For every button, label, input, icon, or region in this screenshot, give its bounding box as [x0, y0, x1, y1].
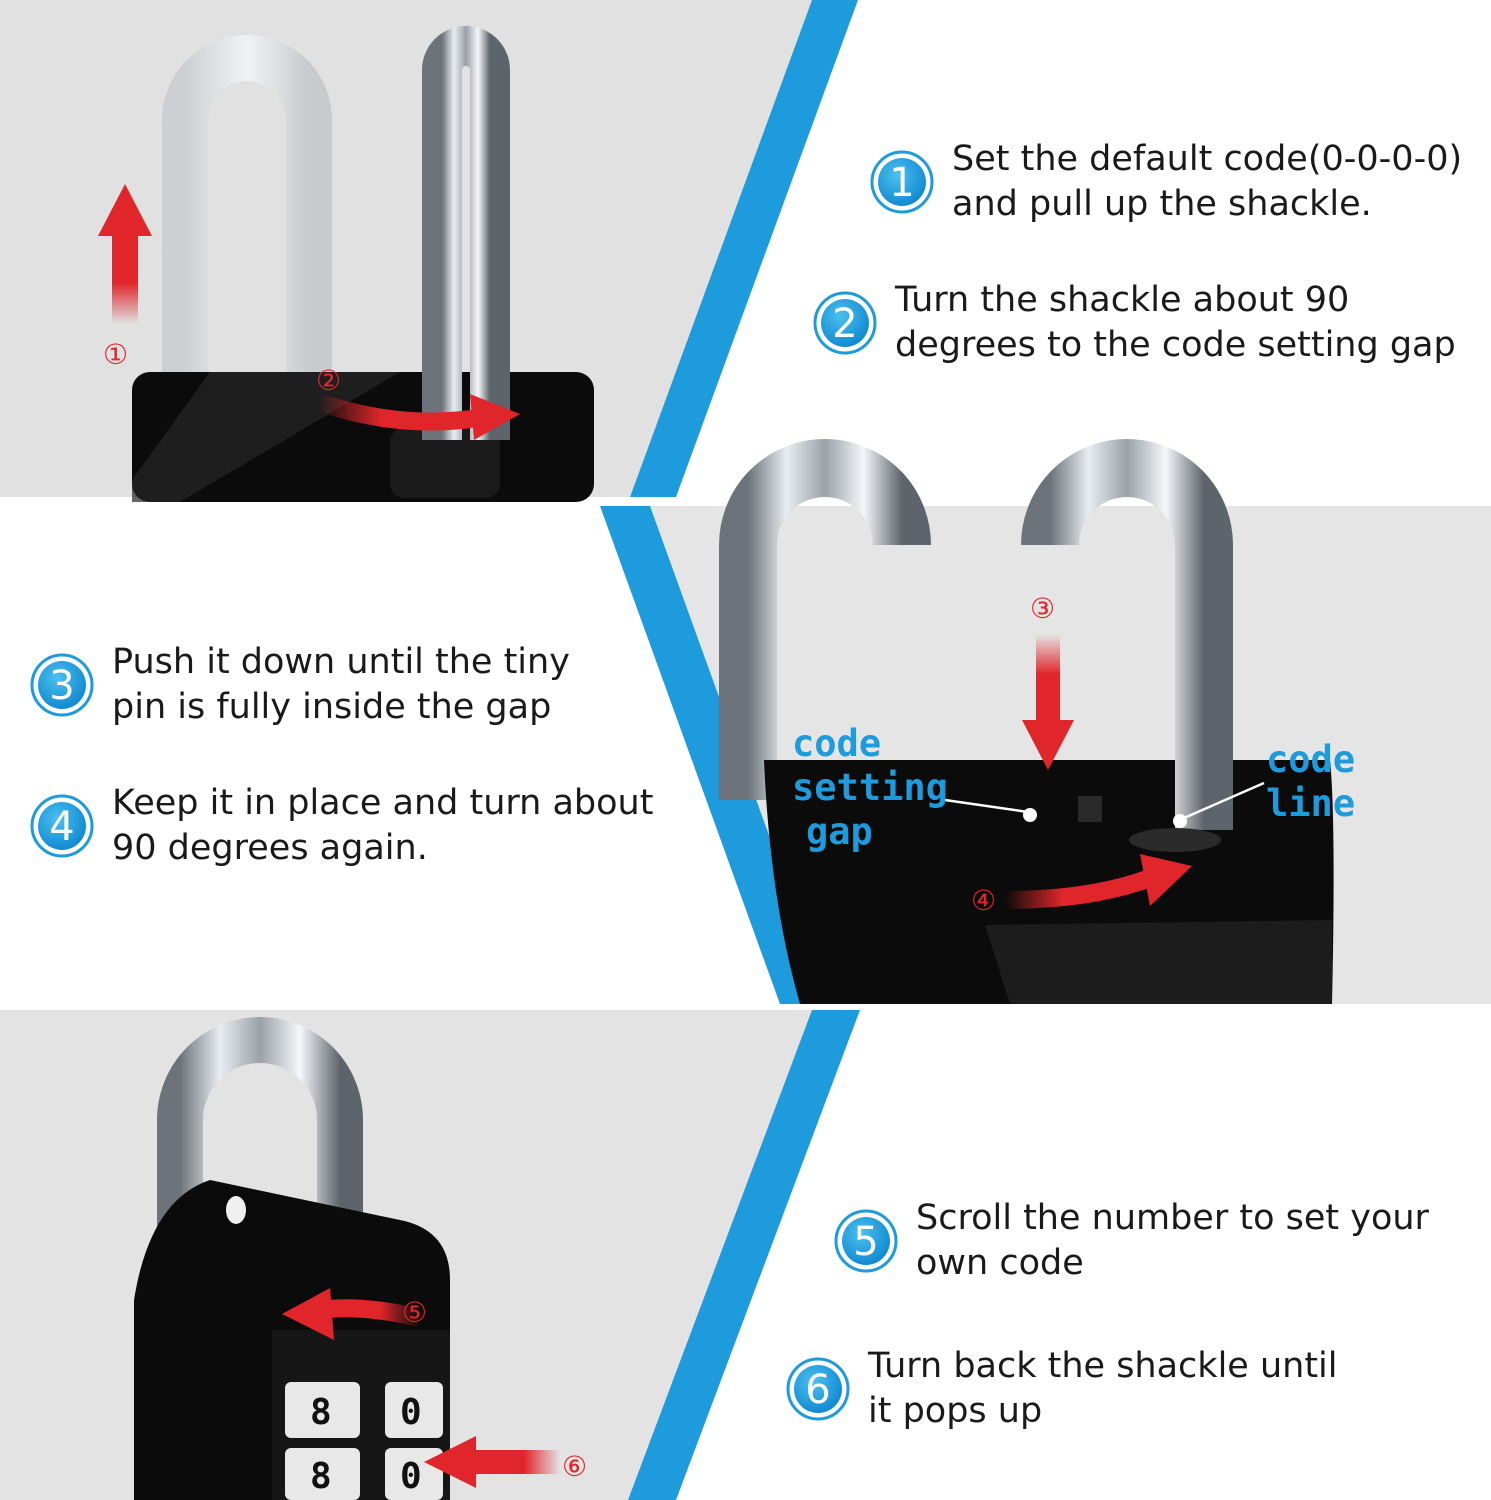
curved-arrow-icon [1004, 854, 1192, 909]
line-pointer-line [1183, 781, 1265, 820]
step-badge-number: 1 [889, 160, 914, 206]
marker-6: ⑥ [562, 1450, 587, 1483]
step-4: 4 Keep it in place and turn about 90 deg… [30, 781, 653, 871]
left-arrow-icon [282, 1288, 423, 1340]
curved-arrow-icon [315, 393, 520, 440]
step-5-text: Scroll the number to set your own code [916, 1196, 1429, 1286]
step-line: Scroll the number to set your [916, 1198, 1429, 1238]
ghost-shackle [162, 35, 332, 378]
step-line: Keep it in place and turn about [112, 783, 654, 823]
shackle [157, 1017, 363, 1360]
code-setting-gap-label: code setting gap [792, 722, 948, 854]
dial-3-digit: 8 [310, 1456, 332, 1497]
step-line: Set the default code(0-0-0-0) [952, 139, 1463, 179]
marker-3: ③ [1030, 592, 1055, 625]
dial-1-window [285, 1382, 360, 1438]
step-badge-6-icon: 6 [786, 1357, 850, 1421]
step-line: pin is fully inside the gap [112, 687, 552, 727]
step-3-text: Push it down until the tiny pin is fully… [112, 640, 570, 730]
down-arrow-icon [1022, 634, 1074, 770]
step-badge-number: 4 [49, 804, 74, 850]
step-6: 6 Turn back the shackle until it pops up [786, 1344, 1338, 1434]
padlock-3: 8 0 8 0 [134, 1017, 450, 1500]
step-line: degrees to the code setting gap [895, 325, 1456, 365]
panel-3-blue-divider [628, 1010, 860, 1500]
line-pointer-dot [1173, 814, 1187, 828]
step-badge-number: 6 [805, 1367, 830, 1413]
padlock-2 [719, 439, 1334, 1004]
panel-1-blue-divider [630, 0, 858, 497]
step-badge-number: 2 [832, 301, 857, 347]
left-arrow-icon [424, 1436, 560, 1488]
callout-line: code [1266, 738, 1356, 781]
dial-1-digit: 8 [310, 1392, 332, 1433]
step-line: Turn the shackle about 90 [895, 280, 1350, 320]
marker-4: ④ [971, 884, 996, 917]
step-badge-number: 5 [853, 1219, 878, 1265]
callout-line: line [1266, 782, 1356, 825]
step-5: 5 Scroll the number to set your own code [834, 1196, 1429, 1286]
dial-4-digit: 0 [400, 1456, 422, 1497]
gap-pointer-line [944, 798, 1029, 814]
dial-3-window [285, 1448, 360, 1500]
step-badge-5-icon: 5 [834, 1209, 898, 1273]
shackle-back [719, 439, 931, 800]
step-line: 90 degrees again. [112, 828, 428, 868]
callout-line: code [792, 722, 882, 765]
step-4-text: Keep it in place and turn about 90 degre… [112, 781, 653, 871]
callout-line: setting [792, 766, 948, 809]
step-3: 3 Push it down until the tiny pin is ful… [30, 640, 570, 730]
step-line: it pops up [868, 1391, 1043, 1431]
step-badge-4-icon: 4 [30, 794, 94, 858]
gap-pointer-dot [1023, 808, 1037, 822]
step-line: and pull up the shackle. [952, 184, 1372, 224]
step-1: 1 Set the default code(0-0-0-0) and pull… [870, 137, 1462, 227]
step-badge-2-icon: 2 [813, 291, 877, 355]
code-line-label: code line [1266, 738, 1355, 826]
step-badge-number: 3 [49, 663, 74, 709]
marker-1: ① [103, 338, 128, 371]
marker-2: ② [316, 364, 341, 397]
shackle-front [1021, 439, 1233, 830]
step-6-text: Turn back the shackle until it pops up [868, 1344, 1338, 1434]
step-badge-3-icon: 3 [30, 653, 94, 717]
dial-2-window [385, 1382, 443, 1438]
up-arrow-icon [98, 184, 152, 324]
step-line: Turn back the shackle until [868, 1346, 1338, 1386]
step-badge-1-icon: 1 [870, 150, 934, 214]
marker-5: ⑤ [402, 1296, 427, 1329]
step-2-text: Turn the shackle about 90 degrees to the… [895, 278, 1456, 368]
step-line: own code [916, 1243, 1084, 1283]
step-1-text: Set the default code(0-0-0-0) and pull u… [952, 137, 1462, 227]
panel-2-blue-divider [600, 506, 830, 1004]
step-line: Push it down until the tiny [112, 642, 570, 682]
callout-line: gap [806, 810, 873, 853]
step-2: 2 Turn the shackle about 90 degrees to t… [813, 278, 1456, 368]
lifted-shackle [422, 26, 510, 440]
dial-2-digit: 0 [400, 1392, 422, 1433]
